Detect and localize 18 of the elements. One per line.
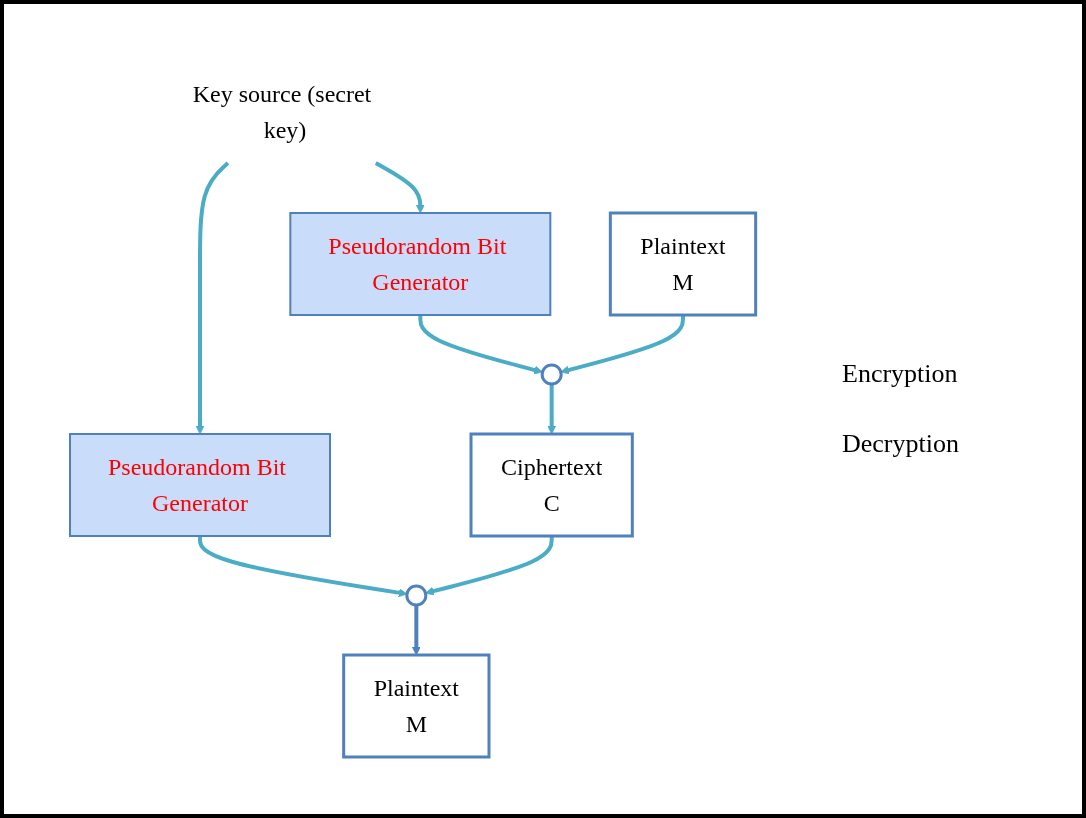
arrow	[195, 161, 230, 435]
arrow	[375, 161, 425, 214]
node-circle	[540, 363, 563, 386]
node-box: Pseudorandom Bit Generator	[69, 433, 332, 537]
arrow	[418, 315, 544, 375]
node-circle	[405, 584, 428, 607]
caption-text: Decryption	[842, 429, 960, 459]
arrow	[412, 605, 421, 656]
arrow	[425, 536, 554, 596]
node-box: Plaintext M	[609, 211, 758, 317]
node-text: Key source (secret key)	[192, 81, 372, 143]
node-box: Pseudorandom Bit Generator	[289, 212, 552, 316]
arrow	[560, 315, 686, 375]
arrow	[547, 384, 557, 435]
node-box: Plaintext M	[342, 653, 491, 759]
caption-text: Encryption	[842, 359, 959, 389]
arrow	[198, 536, 408, 598]
node-box: Ciphertext C	[469, 432, 634, 538]
